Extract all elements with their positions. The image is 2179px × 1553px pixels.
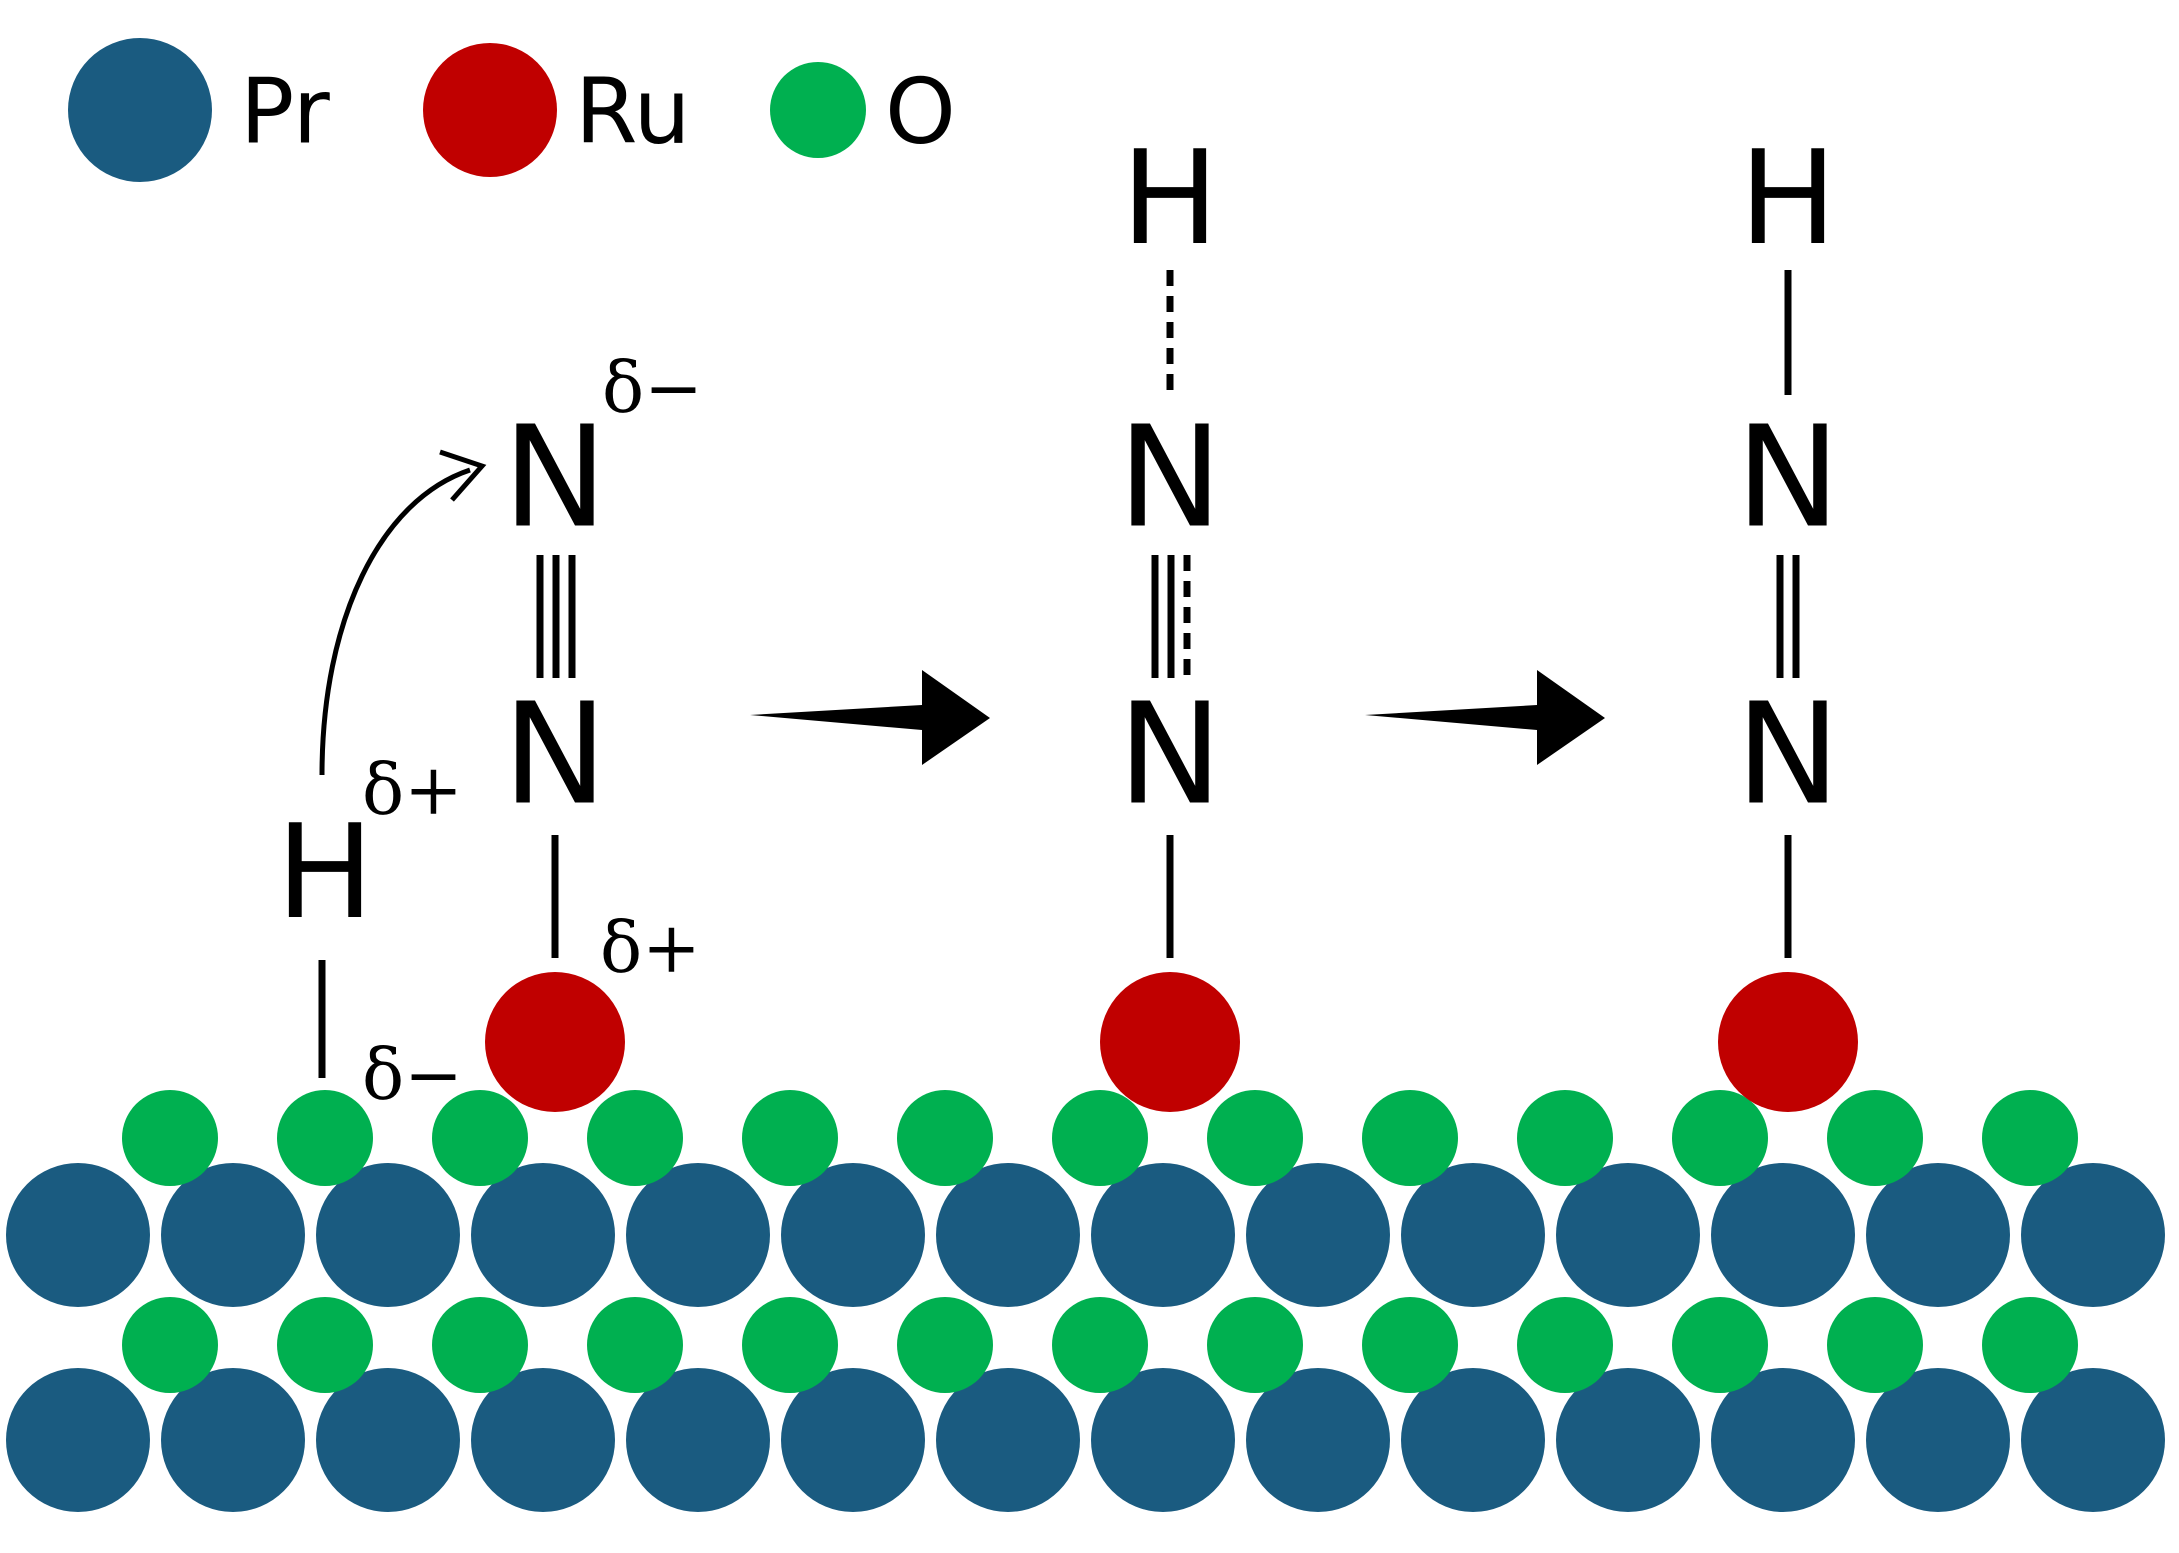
pr-atom xyxy=(316,1368,460,1512)
pr-atom xyxy=(316,1163,460,1307)
pr-atom xyxy=(6,1368,150,1512)
legend-pr-swatch xyxy=(68,38,212,182)
pr-atom xyxy=(1401,1368,1545,1512)
o-atom xyxy=(1982,1090,2078,1186)
pr-atom xyxy=(1866,1368,2010,1512)
o-atom xyxy=(897,1090,993,1186)
pr-atom xyxy=(1246,1368,1390,1512)
stage3-hydrogen: H xyxy=(1739,122,1837,274)
stage1-ruthenium-charge: δ+ xyxy=(600,907,701,989)
o-atom xyxy=(122,1090,218,1186)
o-atom xyxy=(587,1297,683,1393)
pr-atom xyxy=(626,1163,770,1307)
stage1-surface-charge: δ− xyxy=(362,1034,463,1116)
reaction-arrow-icon xyxy=(750,670,990,765)
pr-atom xyxy=(936,1163,1080,1307)
o-atom xyxy=(432,1297,528,1393)
o-atom xyxy=(742,1297,838,1393)
o-atom xyxy=(1827,1090,1923,1186)
curved-arrow-head-icon xyxy=(439,449,487,502)
pr-atom xyxy=(1091,1368,1235,1512)
ruthenium-atoms xyxy=(485,972,1858,1112)
legend-o-label: O xyxy=(885,60,956,165)
pr-atom xyxy=(161,1368,305,1512)
pr-atom xyxy=(626,1368,770,1512)
pr-atom xyxy=(161,1163,305,1307)
legend: Pr Ru O xyxy=(68,38,956,182)
legend-pr-label: Pr xyxy=(240,60,330,165)
o-atom xyxy=(432,1090,528,1186)
pr-atom xyxy=(1246,1163,1390,1307)
stage1-nitrogen-bottom: N xyxy=(503,674,608,837)
stage3-nitrogen-bottom: N xyxy=(1736,674,1841,837)
catalyst-surface xyxy=(6,1090,2165,1512)
pr-atom xyxy=(2021,1163,2165,1307)
pr-atom xyxy=(781,1368,925,1512)
o-atom xyxy=(277,1090,373,1186)
o-atom xyxy=(897,1297,993,1393)
o-atom xyxy=(1207,1297,1303,1393)
pr-atom xyxy=(1711,1163,1855,1307)
ru-atom xyxy=(485,972,625,1112)
legend-ru-swatch xyxy=(423,43,557,177)
o-atom xyxy=(1207,1090,1303,1186)
legend-o-swatch xyxy=(770,62,866,158)
o-atom xyxy=(122,1297,218,1393)
o-atom xyxy=(1672,1297,1768,1393)
legend-ru-label: Ru xyxy=(575,60,691,165)
stage1-hydrogen: H xyxy=(276,796,374,948)
pr-atom xyxy=(6,1163,150,1307)
pr-atom xyxy=(936,1368,1080,1512)
stage1-nitrogen-top: N xyxy=(503,397,608,560)
pr-atom xyxy=(1401,1163,1545,1307)
stage-2-transition: H N N xyxy=(1118,122,1223,958)
o-atom xyxy=(1052,1090,1148,1186)
stage1-hydrogen-charge: δ+ xyxy=(362,749,463,831)
o-atom xyxy=(1052,1297,1148,1393)
stage-1-adsorbed-n2: H δ+ δ− N δ− N δ+ xyxy=(276,347,703,1116)
o-atom xyxy=(1517,1297,1613,1393)
ru-atom xyxy=(1718,972,1858,1112)
stage2-nitrogen-bottom: N xyxy=(1118,674,1223,837)
ru-atom xyxy=(1100,972,1240,1112)
stage3-nitrogen-top: N xyxy=(1736,397,1841,560)
o-atom xyxy=(1672,1090,1768,1186)
o-atom xyxy=(587,1090,683,1186)
triple-bond-icon xyxy=(536,555,576,678)
pr-atom xyxy=(1711,1368,1855,1512)
curved-arrow-icon xyxy=(319,467,471,776)
o-atom xyxy=(1982,1297,2078,1393)
pr-atom xyxy=(1556,1368,1700,1512)
pr-atom xyxy=(1556,1163,1700,1307)
weakening-triple-bond-icon xyxy=(1151,555,1191,678)
o-atom xyxy=(1827,1297,1923,1393)
stage-3-hydrogenated: H N N xyxy=(1736,122,1841,958)
pr-atom xyxy=(471,1163,615,1307)
stage2-hydrogen: H xyxy=(1121,122,1219,274)
pr-atom xyxy=(1866,1163,2010,1307)
pr-atom xyxy=(2021,1368,2165,1512)
reaction-arrow-icon xyxy=(1365,670,1605,765)
o-atom xyxy=(742,1090,838,1186)
stage2-nitrogen-top: N xyxy=(1118,397,1223,560)
o-atom xyxy=(1517,1090,1613,1186)
pr-atom xyxy=(471,1368,615,1512)
o-atom xyxy=(277,1297,373,1393)
pr-atom xyxy=(1091,1163,1235,1307)
double-bond-icon xyxy=(1776,555,1800,678)
o-atom xyxy=(1362,1090,1458,1186)
o-atom xyxy=(1362,1297,1458,1393)
pr-atom xyxy=(781,1163,925,1307)
stage1-nitrogen-top-charge: δ− xyxy=(602,347,703,429)
